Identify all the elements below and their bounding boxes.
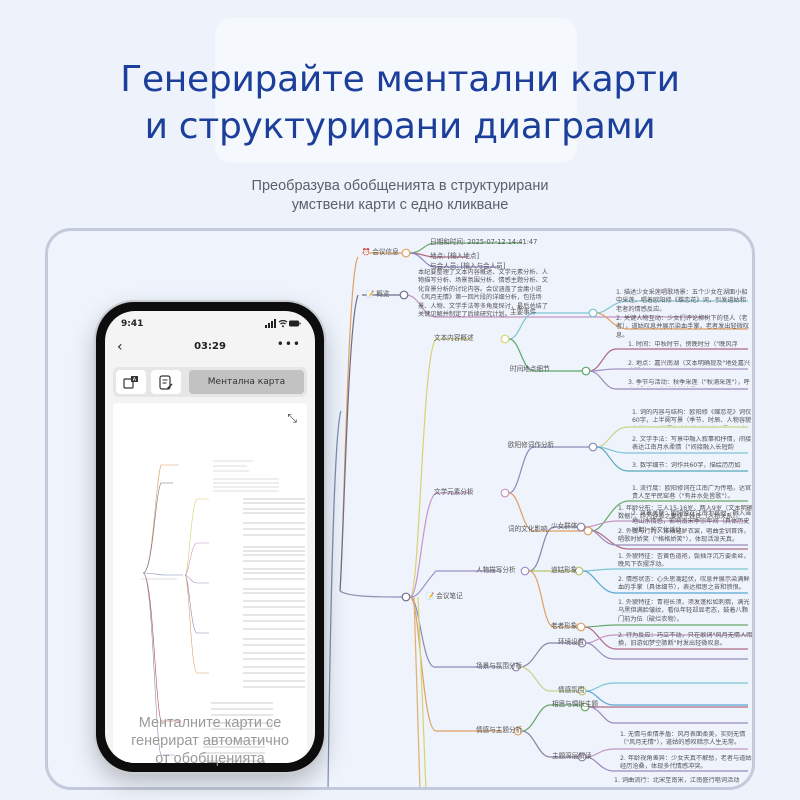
signal-wifi-battery-icon [265, 319, 301, 328]
mindmap-tab[interactable]: Ментална карта [189, 370, 304, 394]
expand-icon[interactable]: ⤡ [287, 411, 297, 425]
node-ouyang-3[interactable]: 3. 数字细节：词作共60字，描绘历历如见。 [632, 462, 741, 469]
node-time-place-1[interactable]: 1. 时间：中秋时节，傍晚时分（"晚风浮动"、"风浪晚"）。 [628, 341, 738, 348]
node-date[interactable]: 日期和时间: 2025-07-12 14:41:47 [430, 238, 538, 246]
hero-subtitle-line2: умствени карти с едно кликване [291, 197, 509, 213]
transcript-view-button[interactable]: A [116, 370, 146, 394]
node-ouyang-1[interactable]: 1. 词的内容与结构：欧阳修《蝶恋花》词仅60字，上半阕写景（季节、时辰、人物容… [632, 409, 752, 426]
node-emotion[interactable]: 情感与主题分析 [476, 726, 523, 734]
node-elder-2[interactable]: 2. 行为反应：巧立不动，只在歌词"风月无情人暗换，旧游如梦空肠断"时发出轻微叹… [618, 632, 753, 648]
node-main-events-1[interactable]: 1. 描述少女采莲唱歌场景：五个少女在湖面小船中采莲，唱着欧阳修《蝶恋花》词，引… [616, 289, 748, 313]
status-icons [265, 319, 301, 330]
node-daogu[interactable]: 道姑形象 [551, 566, 578, 574]
mindmap-preview: ⤡ [113, 403, 307, 763]
summary-view-button[interactable] [151, 370, 181, 394]
svg-text:A: A [133, 377, 137, 383]
node-elder[interactable]: 老者形象 [551, 622, 578, 630]
node-daogu-2[interactable]: 2. 情感状态：心头思潮起伏，叹息并展示染满鲜血的手掌（具体细节），表达相思之苦… [618, 576, 750, 592]
node-notes[interactable]: 📝 会议笔记 [426, 592, 463, 600]
image-text-icon: A [123, 376, 138, 389]
status-bar: 9:41 [105, 317, 315, 333]
node-culture[interactable]: 词的文化影响 [508, 525, 548, 533]
node-girls[interactable]: 少女群体 [551, 522, 578, 530]
node-main-events[interactable]: 主要事件 [510, 308, 537, 316]
caption-line3: от обобщенията [155, 751, 265, 767]
node-mood[interactable]: 情感氛围 [558, 686, 585, 694]
node-attendees[interactable]: 与会人员: [输入与会人员] [430, 262, 506, 270]
node-elder-1[interactable]: 1. 外貌特征：青袍长须，须发蓬松如刺猬，满光乌黑但满脸皱纹，看似年轻却显老态，… [618, 599, 750, 623]
node-summary[interactable]: 📝 概览 [366, 290, 390, 298]
more-icon[interactable]: ••• [276, 337, 301, 351]
nav-bar: ‹ 03:29 ••• [105, 337, 315, 359]
node-deep-1[interactable]: 1. 无情与柔情矛盾：风月表面柔美，实则无情（"风月无情"），道姑的感叹暗示人生… [620, 731, 746, 747]
hero-title-line1: Генерирайте ментални карти [120, 59, 680, 100]
hero-subtitle: Преобразува обобщенията в структурирани … [0, 177, 800, 215]
node-setting[interactable]: 环境设置 [558, 638, 585, 646]
hero-title-line2: и структурирани диаграми [144, 106, 656, 147]
node-deep-2[interactable]: 2. 年龄视角差异：少女天真不解愁，老者与道姑经历沧桑，体现多代情感冲突。 [620, 755, 752, 771]
node-main-events-2[interactable]: 2. 关键人物互动：少女们评论柳树下的怪人（老者），道姑叹息并展示染血手掌，老者… [616, 315, 750, 339]
edit-document-icon [159, 374, 173, 390]
back-icon[interactable]: ‹ [117, 339, 123, 355]
node-time-place-2[interactable]: 2. 地点：嘉兴南湖（文本明确提及"地处嘉兴南湖"）。 [628, 360, 751, 367]
node-literary[interactable]: 文学元素分析 [434, 488, 474, 496]
recording-duration: 03:29 [194, 341, 226, 352]
node-location[interactable]: 地点: [输入地点] [430, 252, 480, 260]
node-deep-theme[interactable]: 主题深层解读 [552, 752, 592, 760]
node-time-place-3[interactable]: 3. 季节与活动：秋季采莲（"秋浦采莲"），呼应欧阳修词中描绘的情景。 [628, 379, 750, 386]
caption-line2: генерират автоматично [131, 733, 289, 749]
node-scene[interactable]: 场景与氛围分析 [476, 662, 523, 670]
node-culture-1[interactable]: 1. 流行度：欧阳修词在江南广为传唱，达官贵人至平民窑巷（"有井水处皆歌"）。 [632, 485, 752, 501]
node-girls-2[interactable]: 2. 外貌与行为：穿袖轻罗衣裳，唱曲金钏首饰，唱歌时娇笑（"格格娇笑"），体现活… [618, 528, 750, 544]
node-time-place[interactable]: 时间地点细节 [510, 365, 550, 373]
phone-screen: 9:41 ‹ 03:29 ••• [105, 311, 315, 763]
node-ouyang-2[interactable]: 2. 文学手法：写景中融入叙事和抒情，间接表达江南月水柔情（"间接融入长短韵中"… [632, 436, 752, 452]
node-daogu-1[interactable]: 1. 外貌特征：杏黄色道袍，鬓插浮沉方要柔丝，晚风下衣摆浮动。 [618, 553, 750, 569]
hero-backdrop [215, 18, 577, 163]
node-meeting-info[interactable]: ⏰ 会议信息 [362, 248, 399, 256]
mindmap-thumbnail [141, 460, 305, 762]
hero-subtitle-line1: Преобразува обобщенията в структурирани [251, 178, 549, 194]
node-culture-2[interactable]: 2. 背景关联：欧阳修在江南为官时，融入当地山水情感，影响南宋季宗年间（具体历史… [632, 510, 752, 534]
view-toolbar: A Ментална карта [113, 367, 307, 397]
node-love-theme[interactable]: 相思与惆怅主题 [552, 700, 599, 708]
node-text-overview[interactable]: 文本内容概述 [434, 334, 474, 342]
node-characters[interactable]: 人物描写分析 [476, 566, 516, 574]
caption-line1: Менталните карти се [138, 715, 282, 731]
status-time: 9:41 [121, 319, 144, 329]
node-girls-1[interactable]: 1. 年龄分布：三人15-16岁，两人9岁（文本明确数据），均为钟表之妻妹子姓氏… [618, 505, 753, 521]
phone-caption: Менталните карти се генерират автоматичн… [96, 714, 324, 768]
node-ouyang[interactable]: 欧阳修词作分析 [508, 441, 555, 449]
hero-title: Генерирайте ментални карти и структурира… [0, 56, 800, 150]
node-summary-text[interactable]: 本纪要整理了文本内容概述、文学元素分析、人物描写分析、场景氛围分析、情感主题分析… [418, 269, 548, 319]
node-popular[interactable]: 1. 词曲流行：北宋至南宋，江南盛行唱词活动 [614, 777, 740, 784]
mindmap-connectors [327, 242, 748, 787]
phone-mockup: 9:41 ‹ 03:29 ••• [96, 302, 324, 772]
